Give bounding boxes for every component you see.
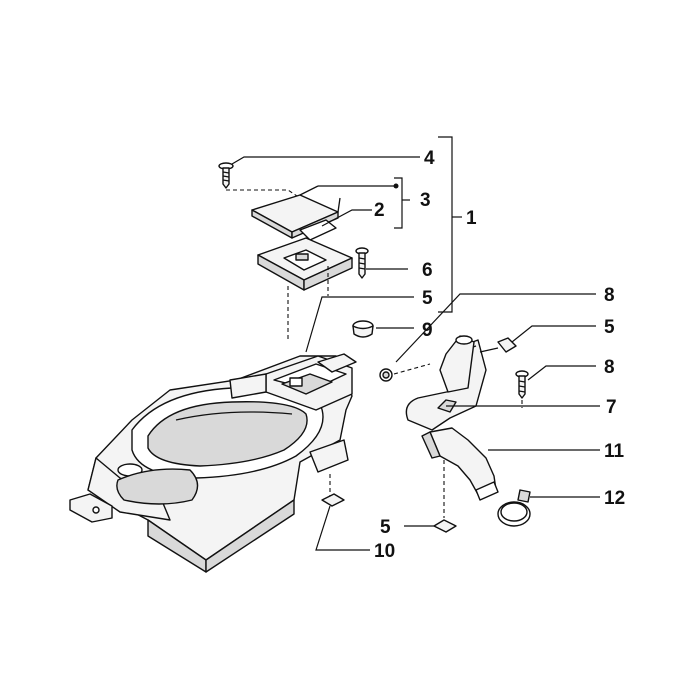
screw-part-4 xyxy=(218,162,234,189)
callout-2: 2 xyxy=(374,200,385,221)
callout-11: 11 xyxy=(604,441,625,462)
assembly-bracket-3 xyxy=(394,177,410,229)
nut-part-5-right xyxy=(497,337,517,353)
callout-10: 10 xyxy=(374,541,395,562)
callout-8-upper: 8 xyxy=(604,285,615,306)
hose-clamp-part-12 xyxy=(497,489,531,527)
helmet-compartment-body xyxy=(69,353,357,573)
callout-6: 6 xyxy=(422,260,433,281)
hose-part xyxy=(439,335,475,393)
callout-8-right: 8 xyxy=(604,357,615,378)
screw-part-8-right xyxy=(515,370,529,399)
seal-part-2 xyxy=(299,219,337,241)
callout-4: 4 xyxy=(424,148,435,169)
callout-5-lower: 5 xyxy=(380,517,391,538)
callout-12: 12 xyxy=(604,488,625,509)
callout-5-right: 5 xyxy=(604,317,615,338)
callout-7: 7 xyxy=(606,397,617,418)
dot-marker-3 xyxy=(393,183,399,189)
callout-9: 9 xyxy=(422,320,433,341)
washer-part-5-duct xyxy=(433,519,457,533)
callout-labels: 4 3 2 1 6 5 9 8 5 8 7 11 12 5 10 xyxy=(374,148,625,562)
callout-5-upper: 5 xyxy=(422,288,433,309)
assembly-bracket-1 xyxy=(438,136,462,313)
washer-part-5-body xyxy=(321,493,345,507)
air-duct-part-11 xyxy=(405,339,499,501)
nut-part-8-left xyxy=(379,368,393,382)
grommet-part-9 xyxy=(352,320,374,338)
callout-1: 1 xyxy=(466,208,477,229)
frame-part xyxy=(257,237,353,291)
callout-3: 3 xyxy=(420,190,431,211)
screw-part-6 xyxy=(355,247,369,279)
